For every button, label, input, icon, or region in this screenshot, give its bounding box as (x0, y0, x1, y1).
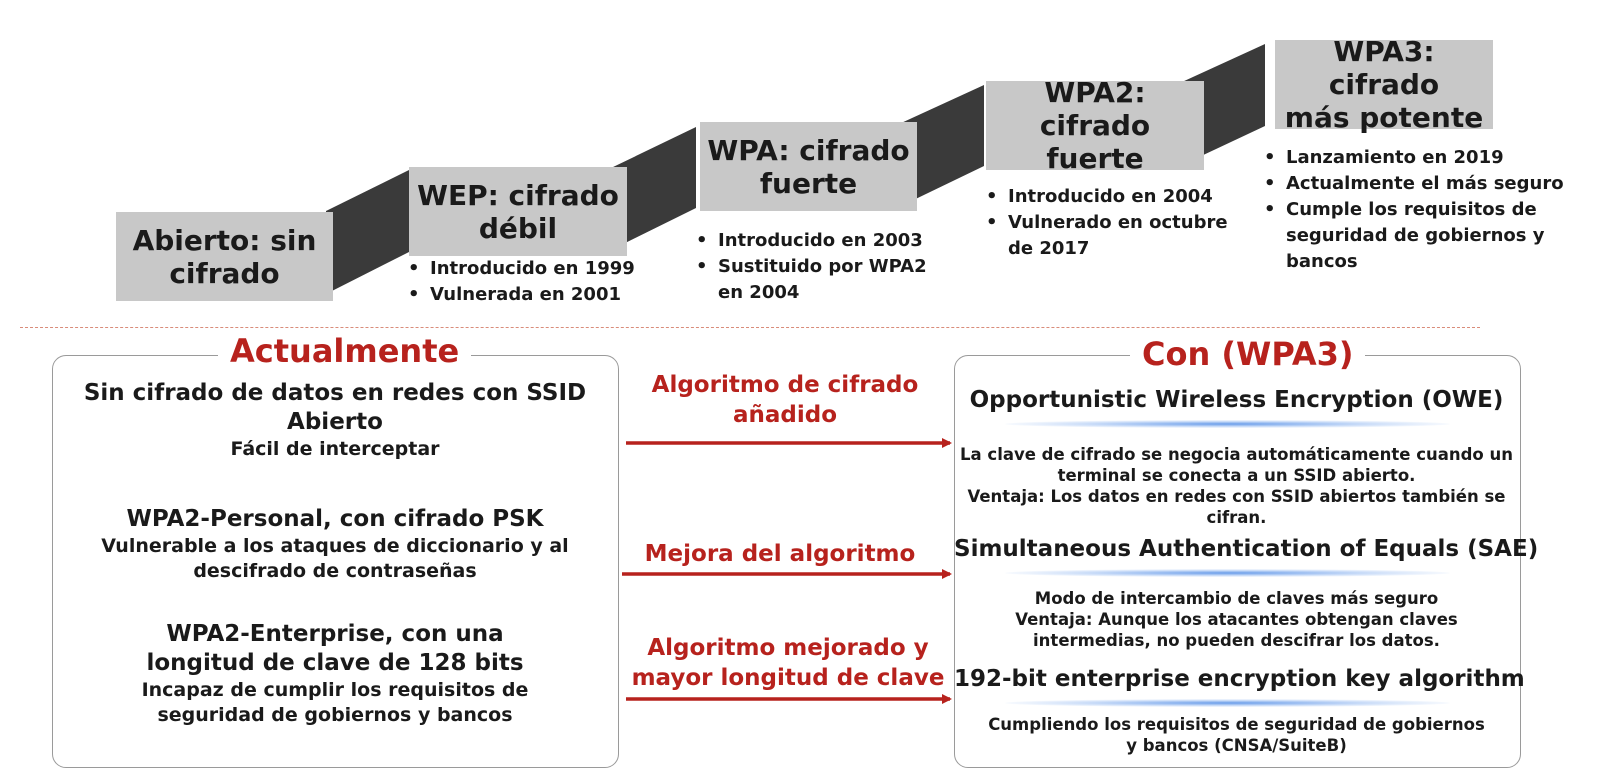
current-item-wpa2-personal-heading: WPA2-Personal, con cifrado PSK (126, 506, 544, 532)
cnsa-heading: 192-bit enterprise encryption key algori… (954, 666, 1525, 692)
current-item-wpa2-enterprise-heading: WPA2-Enterprise, con una longitud de cla… (146, 621, 524, 676)
current-item-wpa2-enterprise-sub: Incapaz de cumplir los requisitos de seg… (141, 679, 529, 726)
sae-heading: Simultaneous Authentication of Equals (S… (954, 536, 1539, 562)
list-item: Lanzamiento en 2019 (1262, 145, 1597, 171)
owe-line-2: terminal se conecta a un SSID abierto. (1057, 466, 1416, 485)
current-panel (52, 355, 619, 768)
current-item-wpa2-personal-sub: Vulnerable a los ataques de diccionario … (101, 535, 569, 582)
sae-line-1: Modo de intercambio de claves más seguro (1034, 589, 1439, 608)
sae-line-3: intermedias, no pueden descifrar los dat… (1033, 631, 1440, 650)
sae-line-2: Ventaja: Aunque los atacantes obtengan c… (1015, 610, 1458, 629)
owe-description: La clave de cifrado se negocia automátic… (960, 444, 1513, 528)
arrow-label-2: Mejora del algoritmo (644, 541, 916, 567)
step-wep-title-line1: WEP: cifrado (417, 178, 619, 212)
list-item: Sustituido por WPA2 en 2004 (694, 254, 934, 306)
step-wpa3-title-line2: más potente (1284, 101, 1484, 134)
current-item-open-heading: Sin cifrado de datos en redes con SSID A… (83, 380, 587, 435)
owe-line-4: cifran. (1206, 508, 1267, 527)
arrow-label-3: Algoritmo mejorado y mayor longitud de c… (631, 635, 945, 691)
current-item-wpa2-enterprise: WPA2-Enterprise, con una longitud de cla… (80, 620, 590, 728)
sae-underline-glow (1005, 569, 1450, 577)
section-divider (20, 327, 1480, 328)
cnsa-underline-glow (1005, 699, 1450, 707)
wpa3-panel-title: Con (WPA3) (1130, 334, 1366, 374)
list-item: Vulnerado en octubre de 2017 (984, 210, 1234, 262)
list-item: Introducido en 2003 (694, 228, 934, 254)
arrow-label-1: Algoritmo de cifrado añadido (651, 372, 919, 428)
list-item: Actualmente el más seguro (1262, 171, 1597, 197)
step-wpa3-title-line1: WPA3: cifrado (1328, 35, 1440, 101)
owe-line-3: Ventaja: Los datos en redes con SSID abi… (967, 487, 1506, 506)
list-item: Introducido en 1999 (406, 256, 646, 282)
cnsa-line-2: y bancos (CNSA/SuiteB) (1126, 736, 1347, 755)
owe-heading: Opportunistic Wireless Encryption (OWE) (969, 387, 1504, 413)
step-wep-bullets: Introducido en 1999 Vulnerada en 2001 (406, 256, 646, 308)
step-wpa-title-line1: WPA: cifrado (707, 133, 910, 167)
owe-line-1: La clave de cifrado se negocia automátic… (960, 445, 1513, 464)
connector-1 (326, 170, 409, 294)
cnsa-description: Cumpliendo los requisitos de seguridad d… (960, 714, 1513, 756)
current-item-open-sub: Fácil de interceptar (230, 438, 440, 460)
list-item: Cumple los requisitos de seguridad de go… (1262, 197, 1597, 275)
step-open-title-line2: cifrado (169, 256, 280, 290)
step-wpa3-bullets: Lanzamiento en 2019 Actualmente el más s… (1262, 145, 1597, 275)
sae-description: Modo de intercambio de claves más seguro… (960, 588, 1513, 651)
step-wpa2-title-line1: WPA2: cifrado (1039, 76, 1151, 142)
step-wpa2-title-line2: fuerte (1046, 142, 1144, 175)
list-item: Introducido en 2004 (984, 184, 1234, 210)
current-panel-title: Actualmente (218, 331, 472, 371)
step-wpa-title-line2: fuerte (759, 166, 858, 200)
step-wep-title-line2: débil (478, 211, 558, 245)
current-item-open: Sin cifrado de datos en redes con SSID A… (70, 379, 600, 462)
cnsa-line-1: Cumpliendo los requisitos de seguridad d… (988, 715, 1485, 734)
current-item-wpa2-personal: WPA2-Personal, con cifrado PSK Vulnerabl… (70, 505, 600, 584)
step-open-title-line1: Abierto: sin (132, 223, 317, 257)
owe-underline-glow (1005, 420, 1450, 428)
step-wpa2-bullets: Introducido en 2004 Vulnerado en octubre… (984, 184, 1234, 262)
step-wpa-bullets: Introducido en 2003 Sustituido por WPA2 … (694, 228, 934, 306)
connector-3 (899, 85, 984, 207)
connector-2 (611, 127, 696, 250)
list-item: Vulnerada en 2001 (406, 282, 646, 308)
